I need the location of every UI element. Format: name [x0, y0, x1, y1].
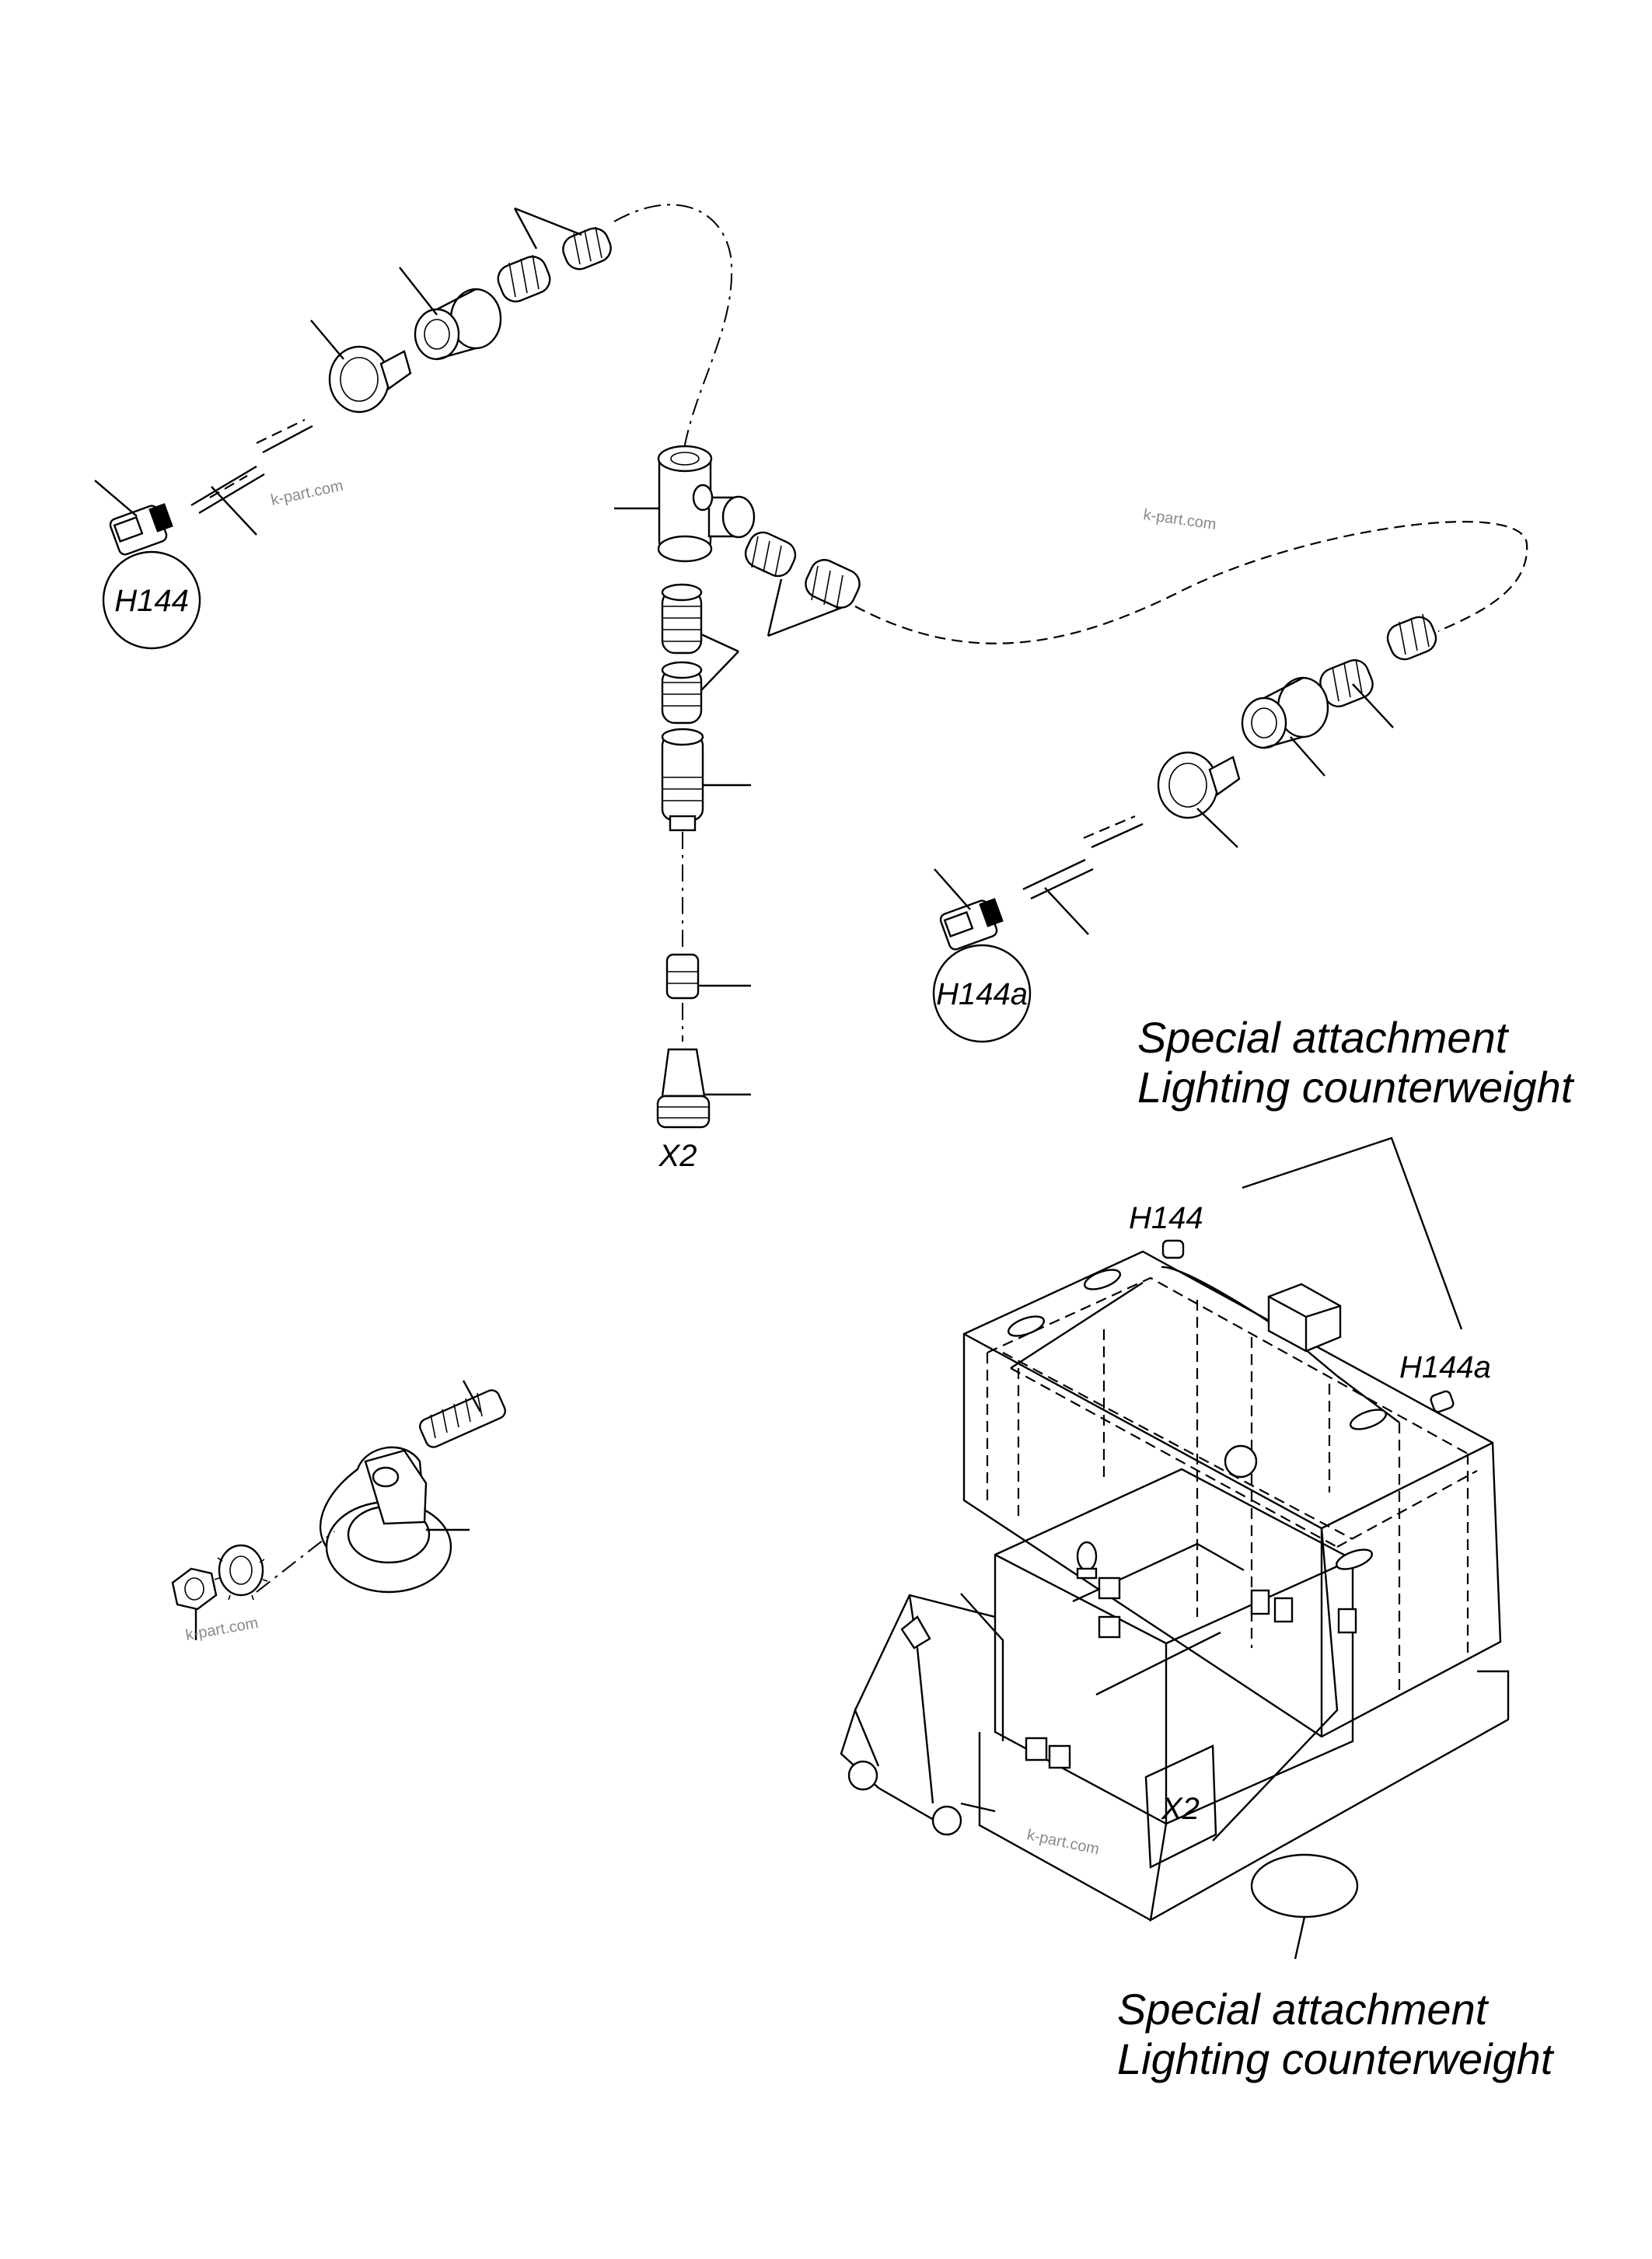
upper-caption: Special attachment Lighting counterweigh…: [1137, 1013, 1575, 1112]
watermark-text: k-part.com: [269, 477, 344, 509]
hex-nut-icon: [171, 1567, 218, 1611]
lower-caption-line1: Special attachment: [1117, 1985, 1490, 2034]
spring-sleeve-icon: [805, 559, 861, 610]
x2-socket-icon: [656, 1048, 711, 1129]
h144a-circle-label: H144a: [936, 977, 1028, 1011]
cable-path-left: [613, 204, 733, 459]
cable-clamp-icon: [319, 1446, 452, 1594]
junction-box-icon: [1267, 1283, 1342, 1353]
upper-caption-line2: Lighting counterweight: [1137, 1063, 1575, 1112]
relay-block-icon: [1025, 1576, 1357, 1769]
spring-sleeve-icon: [1386, 613, 1437, 661]
x2-connector-label: X2: [658, 1139, 697, 1173]
wire-pair-icon: [1022, 815, 1144, 900]
location-indicator-ellipse: [1250, 1853, 1359, 1919]
upper-caption-line1: Special attachment: [1137, 1013, 1510, 1062]
cable-gland-icon: [1157, 751, 1241, 819]
h144-circle-label: H144: [114, 584, 189, 618]
clamp-fastener-assembly: k-part.com: [171, 1380, 506, 1644]
watermark-text: k-part.com: [1025, 1826, 1101, 1858]
coupling-nut-icon: [1241, 676, 1329, 749]
spring-sleeve-icon: [497, 254, 551, 303]
cable-gland-icon: [328, 345, 412, 414]
t-piece-assembly: X2: [614, 445, 861, 1173]
t-piece-icon: [657, 445, 756, 563]
screw-icon: [419, 1389, 506, 1448]
watermark-text: k-part.com: [1142, 506, 1217, 533]
h144a-cable-assembly: H144a k-part.com: [854, 506, 1528, 1043]
lower-caption: Special attachment Lighting counterweigh…: [1117, 1985, 1555, 2083]
h144-cable-assembly: H144 k-part.com: [94, 204, 733, 650]
counterweight-machine: X2: [840, 1136, 1510, 1960]
wire-pair-icon: [190, 419, 313, 515]
x2-machine-label: X2: [1161, 1792, 1200, 1826]
spring-sleeve-icon: [661, 583, 703, 655]
coupling-nut-icon: [414, 288, 502, 361]
cable-path-right: [854, 521, 1528, 644]
hose-tube-icon: [661, 728, 704, 832]
h144a-machine-label: H144a: [1399, 1350, 1491, 1384]
plug-connector-icon: [939, 898, 1004, 951]
h144a-lamp-icon: [1430, 1390, 1455, 1413]
h144-lamp-icon: [1161, 1239, 1185, 1259]
plug-connector-icon: [109, 503, 173, 556]
lower-caption-line2: Lighting counterweight: [1117, 2034, 1555, 2083]
spring-sleeve-icon: [661, 661, 703, 724]
h144-reference-circle: [102, 550, 201, 650]
spring-sleeve-icon: [562, 226, 612, 271]
h144-machine-label: H144: [1129, 1201, 1203, 1235]
lock-washer-icon: [214, 1544, 268, 1601]
h144a-reference-circle: [932, 944, 1032, 1043]
spring-sleeve-icon: [744, 531, 797, 578]
cable-gland-icon: [665, 953, 700, 1000]
beacon-lamp-icon: [1076, 1541, 1098, 1580]
